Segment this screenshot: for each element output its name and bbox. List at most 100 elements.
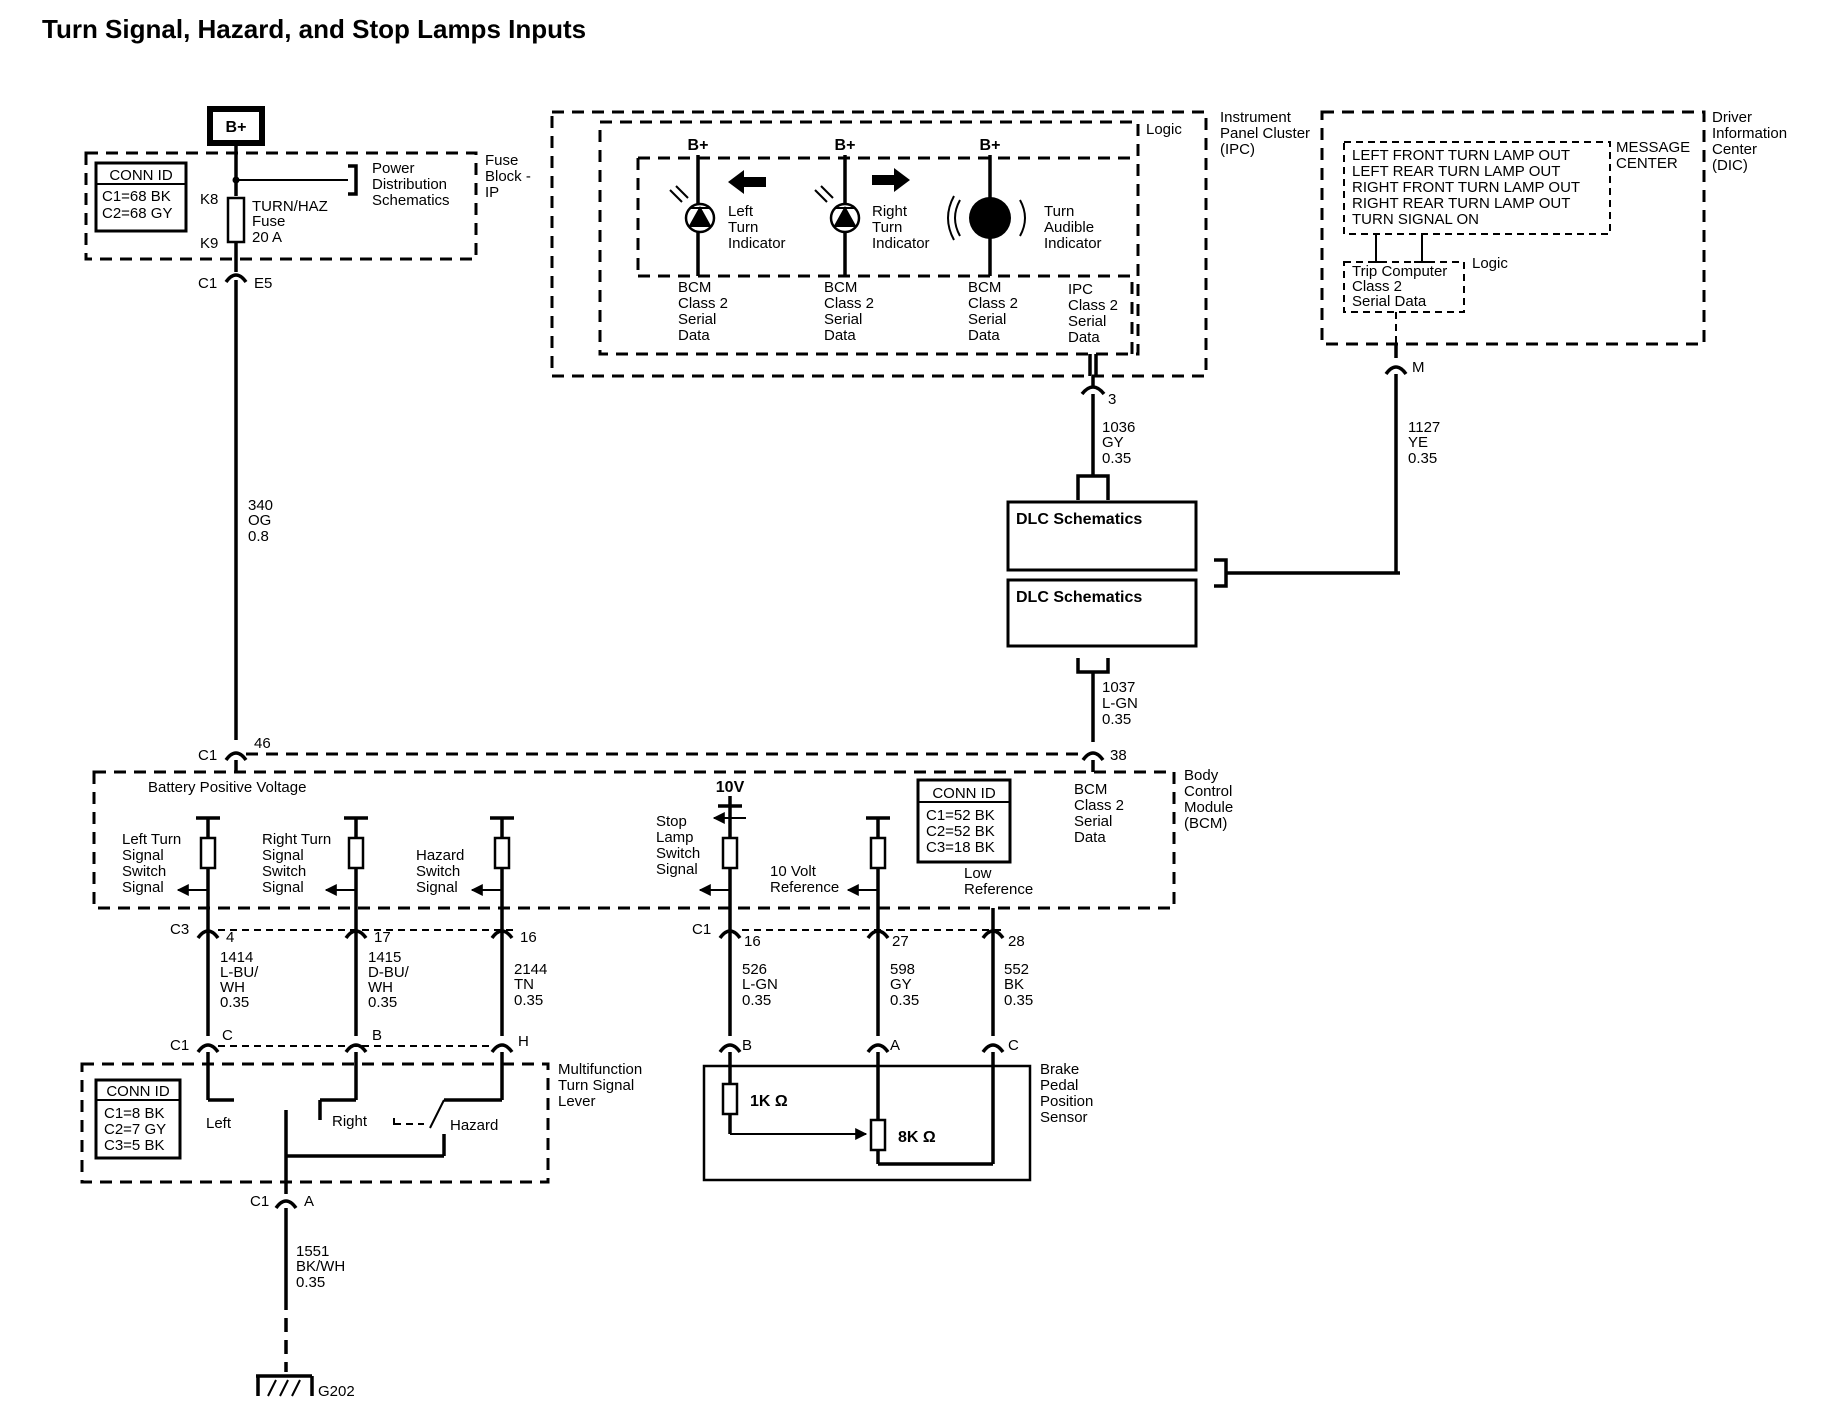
fuse-block-label: IP xyxy=(485,184,499,201)
instrument-panel-cluster: Logic Instrument Panel Cluster (IPC) B+ … xyxy=(550,109,1310,378)
trip-label: Class 2 xyxy=(1352,278,1402,295)
wire-label: 0.35 xyxy=(890,992,919,1009)
dlc-connectors: DLC Schematics DLC Schematics xyxy=(1006,500,1400,648)
connector-symbol xyxy=(718,1043,742,1054)
right-turn-label: Turn xyxy=(872,219,902,236)
wire-label: 0.35 xyxy=(1408,450,1437,467)
lever-conn-id-box xyxy=(94,1078,182,1160)
wire-label: L-GN xyxy=(742,976,778,993)
wire-label: 598 xyxy=(890,961,915,978)
connector-pin: 28 xyxy=(1008,933,1025,950)
svg-text:Class 2: Class 2 xyxy=(824,295,874,312)
wire-label: 1127 xyxy=(1408,419,1440,436)
audible-label: Indicator xyxy=(1044,235,1102,252)
bcm-conn-id-header: CONN ID xyxy=(932,785,996,802)
connector-symbol xyxy=(224,751,248,762)
left-turn-label: Turn xyxy=(728,219,758,236)
ground-label: G202 xyxy=(318,1383,355,1400)
svg-text:Data: Data xyxy=(678,327,710,344)
wire-label: 0.35 xyxy=(296,1274,325,1291)
right-turn-label: Indicator xyxy=(872,235,930,252)
power-dist-label: Distribution xyxy=(372,176,447,193)
lever-label: Multifunction xyxy=(558,1061,642,1078)
ten-volt-ref-label: 10 Volt xyxy=(770,863,817,880)
right-switch-label: Right xyxy=(332,1113,368,1130)
connector-pin: C xyxy=(222,1027,233,1044)
ipc-logic-outline xyxy=(598,120,1140,356)
right-arrow-icon xyxy=(872,168,910,192)
lever-conn-id-line: C1=8 BK xyxy=(104,1105,164,1122)
bcm-outline xyxy=(92,770,1176,910)
wire-label: 526 xyxy=(742,961,767,978)
svg-text:Serial: Serial xyxy=(678,311,716,328)
fuse-conn-id-box xyxy=(94,161,188,233)
connector-symbol xyxy=(274,1199,298,1210)
ipc-label: Instrument xyxy=(1220,109,1292,126)
bcm-class2-label: Data xyxy=(1074,829,1106,846)
wire-label: D-BU/ xyxy=(368,964,410,981)
connector-pin: E5 xyxy=(254,275,272,292)
resistor-1k-label: 1K Ω xyxy=(750,1093,788,1110)
wire-label: 1551 xyxy=(296,1243,329,1260)
lever-label: Lever xyxy=(558,1093,596,1110)
bplus-label: B+ xyxy=(688,137,709,154)
svg-text:Data: Data xyxy=(968,327,1000,344)
connector-label: C1 xyxy=(198,747,217,764)
fuse-conn-id-header: CONN ID xyxy=(109,167,173,184)
left-arrow-icon xyxy=(728,170,766,194)
brake-sensor-label: Position xyxy=(1040,1093,1093,1110)
message-center-label: CENTER xyxy=(1616,155,1678,172)
fuse-label: TURN/HAZ xyxy=(252,198,328,215)
fuse-block-outline xyxy=(84,151,478,261)
dlc-label: DLC Schematics xyxy=(1016,511,1142,528)
stop-lamp-label: Lamp xyxy=(656,829,694,846)
dic-message: LEFT REAR TURN LAMP OUT xyxy=(1352,163,1560,180)
right-turn-signal-label: Right Turn xyxy=(262,831,331,848)
wire-label: 0.35 xyxy=(1004,992,1033,1009)
trip-computer-box xyxy=(1343,261,1465,313)
fuse-block: B+ CONN ID C1=68 BK C2=68 GY K8 K9 TURN/… xyxy=(84,106,531,292)
fuse-conn-id-line: C2=68 GY xyxy=(102,205,172,222)
stop-lamp-label: Stop xyxy=(656,813,687,830)
dic-message: RIGHT FRONT TURN LAMP OUT xyxy=(1352,179,1580,196)
svg-text:Serial: Serial xyxy=(824,311,862,328)
right-turn-label: Right xyxy=(872,203,908,220)
connector-symbol xyxy=(1080,385,1106,396)
fuse-label: Fuse xyxy=(252,213,285,230)
stop-lamp-label: Signal xyxy=(656,861,698,878)
lever-conn-id-header: CONN ID xyxy=(106,1083,170,1100)
fuse-pin-in: K8 xyxy=(200,191,218,208)
hazard-signal-label: Switch xyxy=(416,863,460,880)
audible-indicator-icon xyxy=(969,197,1011,239)
wire-label: WH xyxy=(368,979,393,996)
wire-label: 1414 xyxy=(220,949,253,966)
ipc-outline xyxy=(550,110,1208,378)
hazard-signal-label: Signal xyxy=(416,879,458,896)
connector-pin: B xyxy=(372,1027,382,1044)
wire-label: 0.35 xyxy=(1102,450,1131,467)
lever-label: Turn Signal xyxy=(558,1077,634,1094)
left-turn-signal-label: Switch xyxy=(122,863,166,880)
connector-pin: 4 xyxy=(226,929,234,946)
wire-label: 1036 xyxy=(1102,419,1135,436)
connector-pin: A xyxy=(304,1193,314,1210)
right-turn-signal-label: Signal xyxy=(262,847,304,864)
connector-symbol xyxy=(866,929,890,940)
svg-text:Data: Data xyxy=(824,327,856,344)
connector-symbol xyxy=(1081,751,1105,762)
connector-symbol xyxy=(196,1043,220,1054)
wire-label: 0.35 xyxy=(220,994,249,1011)
fuse-symbol xyxy=(226,196,246,244)
fuse-pin-out: K9 xyxy=(200,235,218,252)
connector-pin: 3 xyxy=(1108,391,1116,408)
dic-label: Center xyxy=(1712,141,1757,158)
svg-text:Data: Data xyxy=(1068,329,1100,346)
multifunction-turn-signal-lever: C1 C B H Multifunction Turn Signal Lever… xyxy=(80,1027,642,1210)
stop-lamp-label: Switch xyxy=(656,845,700,862)
wire-label: 0.35 xyxy=(1102,711,1131,728)
wire-label: OG xyxy=(248,512,271,529)
bcm-label: Module xyxy=(1184,799,1233,816)
bcm-conn-id-line: C2=52 BK xyxy=(926,823,995,840)
connector-symbol xyxy=(224,273,248,284)
